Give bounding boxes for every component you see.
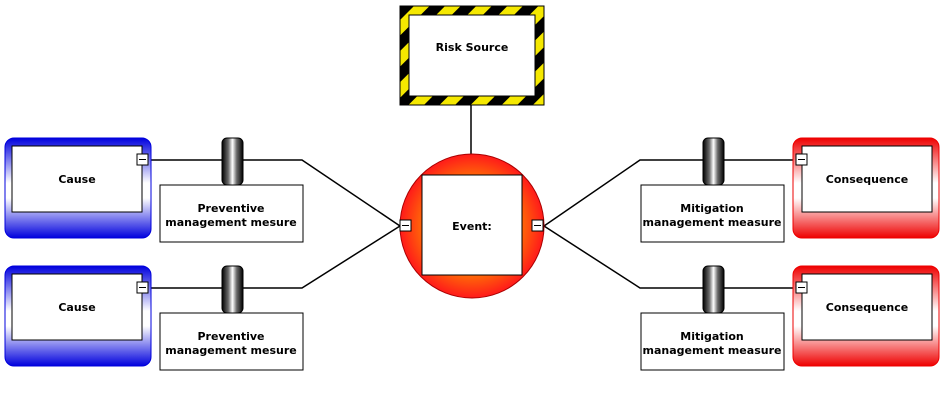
cause-1-collapse-icon[interactable] <box>136 153 149 166</box>
connectors <box>150 105 794 289</box>
barrier-cylinder-icon[interactable] <box>702 265 725 314</box>
preventive-barrier-label: management mesure <box>165 216 297 229</box>
risk-source-label: Risk Source <box>436 41 509 54</box>
barrier-cylinder-icon[interactable] <box>221 137 244 186</box>
cause-2-collapse-icon[interactable] <box>136 281 149 294</box>
preventive-barrier-1[interactable]: Preventive management mesure <box>159 184 304 243</box>
event-left-collapse-icon[interactable] <box>399 219 412 232</box>
cause-label: Cause <box>58 301 95 314</box>
mitigation-barrier-2[interactable]: Mitigation management measure <box>640 312 785 371</box>
preventive-barrier-2[interactable]: Preventive management mesure <box>159 312 304 371</box>
consequence-node-1[interactable]: Consequence <box>792 137 940 239</box>
preventive-barrier-label: Preventive <box>197 202 264 215</box>
barrier-cylinder-icon[interactable] <box>221 265 244 314</box>
consequence-2-connector <box>543 225 794 289</box>
consequence-label: Consequence <box>826 173 908 186</box>
preventive-barrier-label: management mesure <box>165 344 297 357</box>
consequence-1-collapse-icon[interactable] <box>795 153 808 166</box>
mitigation-barrier-label: Mitigation <box>680 330 743 343</box>
mitigation-barrier-label: management measure <box>643 344 782 357</box>
barrier-cylinder-icon[interactable] <box>702 137 725 186</box>
consequence-1-connector <box>543 159 794 227</box>
event-right-collapse-icon[interactable] <box>531 219 544 232</box>
mitigation-barrier-1[interactable]: Mitigation management measure <box>640 184 785 243</box>
mitigation-barrier-label: management measure <box>643 216 782 229</box>
risk-source-node[interactable]: Risk Source <box>399 5 545 106</box>
consequence-node-2[interactable]: Consequence <box>792 265 940 367</box>
consequence-label: Consequence <box>826 301 908 314</box>
cause-2-connector <box>150 225 401 289</box>
cause-label: Cause <box>58 173 95 186</box>
cause-1-connector <box>150 159 401 227</box>
event-node[interactable]: Event: <box>399 153 545 299</box>
consequence-2-collapse-icon[interactable] <box>795 281 808 294</box>
cause-node-1[interactable]: Cause <box>4 137 152 239</box>
cause-node-2[interactable]: Cause <box>4 265 152 367</box>
event-label: Event: <box>452 220 492 233</box>
mitigation-barrier-label: Mitigation <box>680 202 743 215</box>
preventive-barrier-label: Preventive <box>197 330 264 343</box>
